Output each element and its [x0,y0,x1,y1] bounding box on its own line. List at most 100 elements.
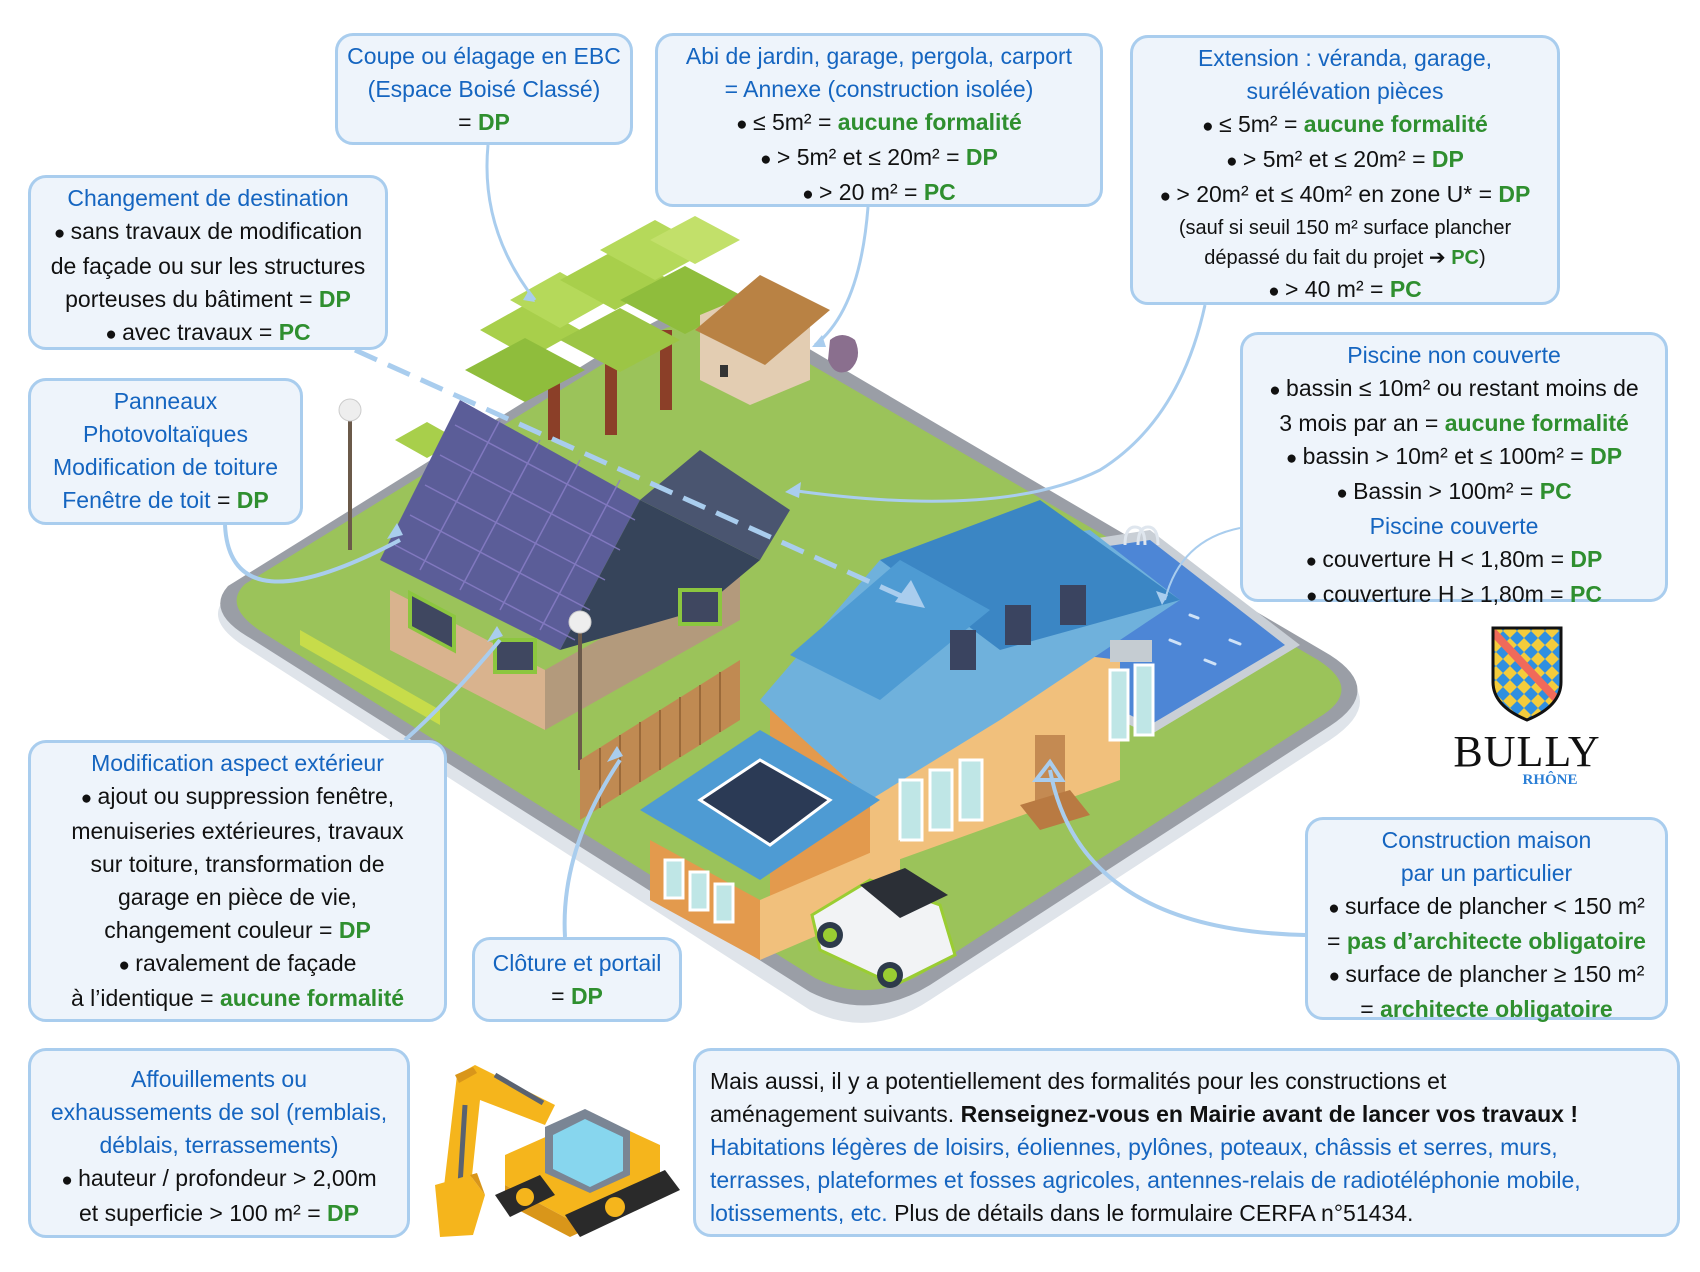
mais-aussi-line1: Mais aussi, il y a potentiellement des f… [710,1068,1447,1094]
piscine-open-line4-result: PC [1539,478,1572,504]
extension-item-result: aucune formalité [1303,111,1488,137]
abri-item-text: ≤ 5m² = [752,109,838,135]
logo-name: BULLY [1453,727,1601,776]
piscine-open-line1: bassin ≤ 10m² ou restant moins de [1249,372,1659,407]
bully-logo: BULLY RHÔNE [1452,622,1602,792]
extension-note-line2: dépassé du fait du projet ➔ [1204,247,1452,269]
construction-line2-result: pas d’architecte obligatoire [1346,928,1646,954]
callout-extension: Extension : véranda, garage, surélévatio… [1130,35,1560,305]
construction-title2: par un particulier [1400,860,1573,886]
modification-line7: à l’identique = [70,985,220,1011]
construction-line4-eq: = [1360,996,1381,1022]
cloture-eq: = [551,983,571,1009]
extension-note-end: ) [1479,247,1486,269]
changement-line1: sans travaux de modification [37,215,379,250]
coupe-eq: = [458,109,478,135]
extension-last-result: PC [1389,276,1422,302]
lamp-posts [338,398,592,770]
construction-line4-result: architecte obligatoire [1380,996,1613,1022]
extension-note-result: PC [1451,247,1480,269]
extension-item-text: > 5m² et ≤ 20m² = [1242,146,1432,172]
callout-connectors [223,144,1306,938]
extension-title-line1: Extension : véranda, garage, [1197,45,1493,71]
changement-line4-result: PC [278,319,311,345]
abri-item-result: DP [965,144,998,170]
extension-item-result: DP [1431,146,1464,172]
affouillements-title1: Affouillements ou [130,1066,307,1092]
affouillements-title2: exhaussements de sol (remblais, [50,1099,388,1125]
construction-title1: Construction maison [1381,827,1592,853]
panneaux-title3: Modification de toiture [52,454,278,480]
callout-affouillements: Affouillements ou exhaussements de sol (… [28,1048,410,1238]
coat-of-arms-icon [1491,626,1563,722]
callout-modification-aspect: Modification aspect extérieur ajout ou s… [28,740,447,1022]
mais-aussi-line2a: aménagement suivants. [710,1101,961,1127]
callout-mais-aussi: Mais aussi, il y a potentiellement des f… [693,1048,1680,1237]
modification-line2: menuiseries extérieures, travaux [71,818,404,844]
excavator-icon [435,1065,680,1237]
modification-line6: ravalement de façade [37,947,438,982]
panneaux-eq: = [210,487,237,513]
cloture-title: Clôture et portail [492,950,662,976]
piscine-cov-line2: couverture H ≥ 1,80m = [1322,581,1571,607]
cloture-result: DP [570,983,603,1009]
callout-piscine: Piscine non couverte bassin ≤ 10m² ou re… [1240,332,1668,607]
mais-aussi-line3: Habitations légères de loisirs, éolienne… [710,1134,1558,1160]
electric-car [810,868,957,988]
mais-aussi-warning: Renseignez-vous en Mairie avant de lance… [960,1101,1578,1127]
logo-region: RHÔNE [1522,772,1578,788]
extension-item-result: DP [1498,181,1531,207]
modification-line7-result: aucune formalité [219,985,405,1011]
modification-line4: garage en pièce de vie, [117,884,358,910]
changement-line4: avec travaux = [122,319,279,345]
changement-line3: porteuses du bâtiment = [65,286,319,312]
panneaux-title4: Fenêtre de toit [62,487,211,513]
piscine-cov-line2-result: PC [1570,581,1602,607]
modification-line5: changement couleur = [104,917,339,943]
modification-line3: sur toiture, transformation de [90,851,385,877]
wooden-fence [580,660,740,820]
coupe-result: DP [477,109,510,135]
changement-line2: de façade ou sur les structures [50,253,366,279]
callout-coupe-ebc: Coupe ou élagage en EBC (Espace Boisé Cl… [335,33,633,145]
mais-aussi-line5b: Plus de détails dans le formulaire CERFA… [887,1200,1414,1226]
extension-item-text: ≤ 5m² = [1218,111,1304,137]
construction-line3: surface de plancher ≥ 150 m² [1314,958,1659,993]
abri-title-line1: Abi de jardin, garage, pergola, carport [685,43,1073,69]
piscine-open-line4: Bassin > 100m² = [1353,478,1540,504]
callout-cloture: Clôture et portail = DP [472,937,682,1022]
construction-line2-eq: = [1327,928,1347,954]
affouillements-line2: et superficie > 100 m² = [79,1200,328,1226]
mais-aussi-line4: terrasses, plateformes et fosses agricol… [710,1167,1581,1193]
changement-line3-result: DP [318,286,351,312]
piscine-cov-line1-result: DP [1570,546,1603,572]
abri-item-text: > 20 m² = [818,179,924,205]
affouillements-line1: hauteur / profondeur > 2,00m [37,1162,401,1197]
modification-line1: ajout ou suppression fenêtre, [37,780,438,815]
abri-item-result: aucune formalité [837,109,1022,135]
panneaux-title1: Panneaux [113,388,218,414]
abri-item-result: PC [923,179,956,205]
affouillements-line2-result: DP [327,1200,359,1226]
extension-title-line2: surélévation pièces [1246,78,1444,104]
construction-line1: surface de plancher < 150 m² [1314,890,1659,925]
piscine-open-line2-result: aucune formalité [1444,410,1629,436]
modification-title: Modification aspect extérieur [91,750,384,776]
piscine-open-line3-result: DP [1590,443,1623,469]
mais-aussi-line5a: lotissements, etc. [710,1200,888,1226]
abri-item-text: > 5m² et ≤ 20m² = [776,144,966,170]
affouillements-title3: déblais, terrassements) [99,1132,339,1158]
abri-title-line2: = Annexe (construction isolée) [724,76,1034,102]
solar-house [300,400,790,730]
callout-changement-destination: Changement de destination sans travaux d… [28,175,388,350]
piscine-cov-line1: couverture H < 1,80m = [1322,546,1571,572]
garden-shed [695,275,859,405]
coupe-title-line2: (Espace Boisé Classé) [367,76,601,102]
callout-panneaux: Panneaux Photovoltaïques Modification de… [28,378,303,525]
piscine-title-covered: Piscine couverte [1369,513,1539,539]
callout-arrowheads [387,290,1168,782]
changement-title: Changement de destination [67,185,349,211]
callout-construction: Construction maison par un particulier s… [1305,817,1668,1022]
extension-item-text: > 20m² et ≤ 40m² en zone U* = [1176,181,1499,207]
